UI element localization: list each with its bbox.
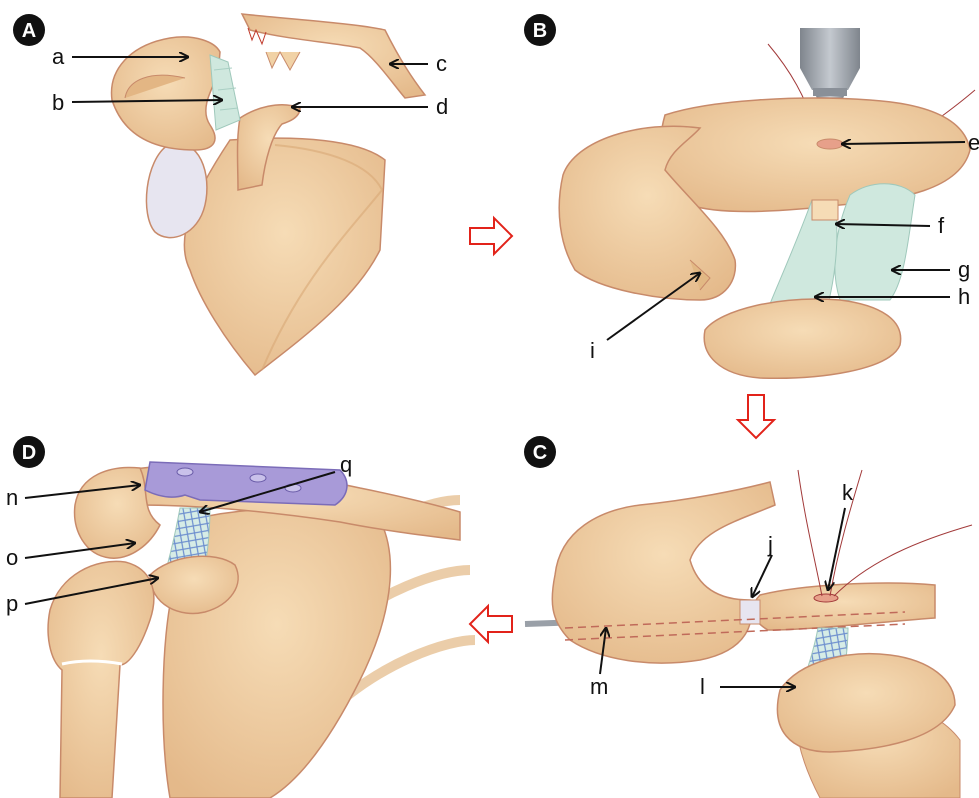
svg-text:l: l	[700, 674, 705, 699]
panel-b-coracoid	[704, 299, 900, 378]
panel-a-torn-ligament	[210, 55, 240, 130]
svg-text:p: p	[6, 591, 18, 616]
panel-c-badge: C	[524, 436, 556, 468]
svg-text:o: o	[6, 545, 18, 570]
svg-text:g: g	[958, 257, 970, 282]
panel-c-label-k: k	[828, 480, 854, 590]
svg-text:n: n	[6, 485, 18, 510]
panel-c-label-j: j	[752, 532, 773, 597]
panel-d-plate-screw-2	[250, 474, 266, 482]
svg-text:c: c	[436, 51, 447, 76]
panel-b-clavicle	[660, 98, 970, 211]
panel-c-sutures	[798, 470, 972, 596]
flow-arrow-c-to-d	[470, 606, 512, 642]
panel-a-scapula	[184, 138, 385, 375]
svg-text:a: a	[52, 44, 65, 69]
panel-a-label-d: d	[292, 94, 448, 119]
panel-a-badge: A	[13, 14, 45, 46]
svg-text:A: A	[22, 20, 36, 42]
svg-text:k: k	[842, 480, 854, 505]
panel-c: j k l m C	[524, 436, 972, 798]
svg-text:m: m	[590, 674, 608, 699]
svg-text:h: h	[958, 284, 970, 309]
svg-text:j: j	[767, 532, 773, 557]
svg-text:i: i	[590, 338, 595, 363]
panel-b-drill-hole	[817, 139, 843, 149]
panel-c-gap-j	[740, 600, 760, 624]
panel-c-clavicle	[753, 583, 935, 630]
svg-text:D: D	[22, 442, 36, 464]
svg-text:b: b	[52, 90, 64, 115]
svg-text:B: B	[533, 20, 547, 42]
svg-text:f: f	[938, 213, 945, 238]
flow-arrow-b-to-c	[738, 395, 774, 438]
panel-b-graft-tip-f	[812, 200, 838, 220]
panel-d-badge: D	[13, 436, 45, 468]
svg-text:e: e	[968, 130, 979, 155]
svg-text:q: q	[340, 452, 352, 477]
flow-arrow-a-to-b	[470, 218, 512, 254]
panel-a: a b c d A	[13, 14, 448, 375]
svg-text:C: C	[533, 442, 547, 464]
panel-b-badge: B	[524, 14, 556, 46]
panel-b: e f g h i B	[524, 14, 979, 378]
panel-d-plate-screw-1	[177, 468, 193, 476]
panel-d: n o p q D	[6, 436, 475, 798]
svg-text:d: d	[436, 94, 448, 119]
